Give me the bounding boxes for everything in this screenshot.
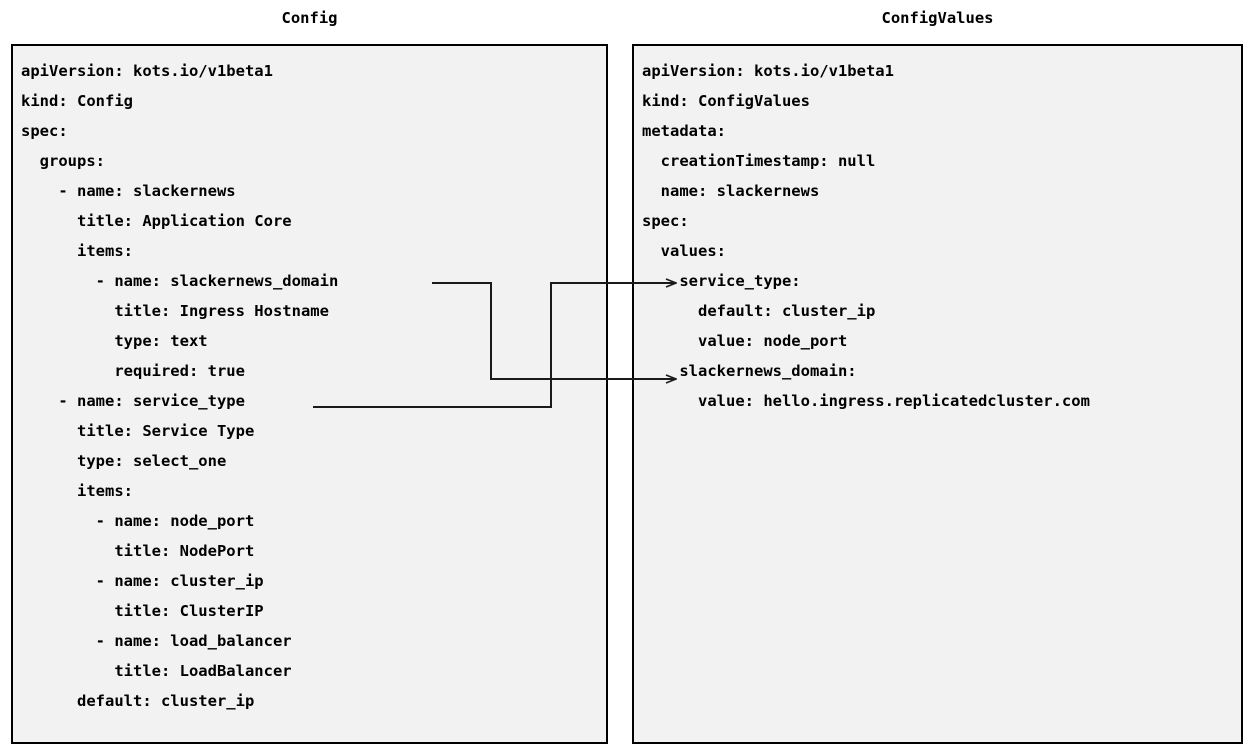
config-yaml-line-7: - name: slackernews_domain [21,272,339,290]
config-panel: apiVersion: kots.io/v1beta1 kind: Config s… [11,44,608,744]
configvalues-yaml-line-0: apiVersion: kots.io/v1beta1 [642,62,894,80]
config-yaml-line-1: kind: Config [21,92,133,110]
configvalues-yaml-line-3: creationTimestamp: null [642,152,876,170]
configvalues-panel-title: ConfigValues [881,9,994,27]
configvalues-yaml-line-6: values: [642,242,726,260]
config-yaml-line-16: title: NodePort [21,542,255,560]
config-yaml-line-3: groups: [21,152,105,170]
config-yaml-line-5: title: Application Core [21,212,292,230]
config-yaml-line-21: default: cluster_ip [21,692,255,710]
configvalues-yaml-line-8: default: cluster_ip [642,302,876,320]
configvalues-yaml-line-11: value: hello.ingress.replicatedcluster.c… [642,392,1090,410]
configvalues-yaml-line-1: kind: ConfigValues [642,92,810,110]
config-yaml-line-20: title: LoadBalancer [21,662,292,680]
config-yaml-line-9: type: text [21,332,208,350]
configvalues-yaml-block: apiVersion: kots.io/v1beta1 kind: ConfigV… [642,56,1090,416]
configvalues-panel: apiVersion: kots.io/v1beta1 kind: ConfigV… [632,44,1243,744]
config-yaml-line-18: title: ClusterIP [21,602,264,620]
config-yaml-line-2: spec: [21,122,68,140]
config-panel-title: Config [281,9,338,27]
configvalues-yaml-line-9: value: node_port [642,332,848,350]
configvalues-yaml-line-2: metadata: [642,122,726,140]
config-yaml-line-6: items: [21,242,133,260]
config-yaml-line-17: - name: cluster_ip [21,572,264,590]
config-yaml-line-8: title: Ingress Hostname [21,302,329,320]
configvalues-yaml-line-10: slackernews_domain: [642,362,857,380]
configvalues-yaml-line-7: service_type: [642,272,801,290]
configvalues-yaml-line-4: name: slackernews [642,182,820,200]
config-yaml-line-0: apiVersion: kots.io/v1beta1 [21,62,273,80]
config-yaml-line-15: - name: node_port [21,512,255,530]
config-yaml-line-4: - name: slackernews [21,182,236,200]
config-yaml-line-14: items: [21,482,133,500]
config-yaml-block: apiVersion: kots.io/v1beta1 kind: Config s… [21,56,338,716]
config-yaml-line-11: - name: service_type [21,392,245,410]
configvalues-yaml-line-5: spec: [642,212,689,230]
config-yaml-line-13: type: select_one [21,452,227,470]
config-yaml-line-19: - name: load_balancer [21,632,292,650]
config-yaml-line-12: title: Service Type [21,422,255,440]
config-yaml-line-10: required: true [21,362,245,380]
